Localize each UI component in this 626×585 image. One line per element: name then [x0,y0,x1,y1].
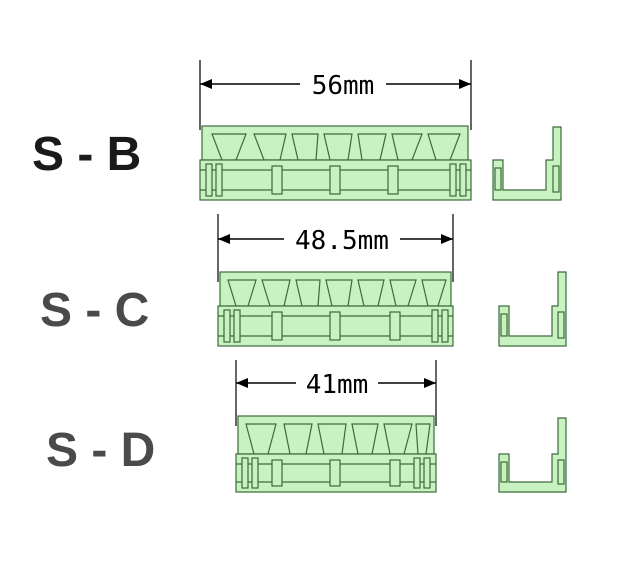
part-side-view-s-b [492,126,562,201]
row-s-d: S - D 41mm [46,360,567,493]
dimension-text-s-c: 48.5mm [295,226,389,256]
row-s-b: S - B 56mm [32,60,562,201]
part-side-view-s-c [498,271,567,347]
size-label-s-c: S - C [40,284,149,337]
size-label-s-d: S - D [46,424,155,477]
part-front-view-s-d [235,415,437,493]
part-front-view-s-b [199,125,472,201]
dimension-s-b: 56mm [199,60,472,130]
dimension-text-s-d: 41mm [306,370,369,400]
dimension-s-c: 48.5mm [217,214,454,282]
dimension-text-s-b: 56mm [312,71,375,101]
row-s-c: S - C 48.5mm [40,214,567,347]
part-side-view-s-d [498,417,567,493]
size-label-s-b: S - B [32,128,141,181]
dimension-s-d: 41mm [235,360,437,426]
part-front-view-s-c [217,271,454,347]
